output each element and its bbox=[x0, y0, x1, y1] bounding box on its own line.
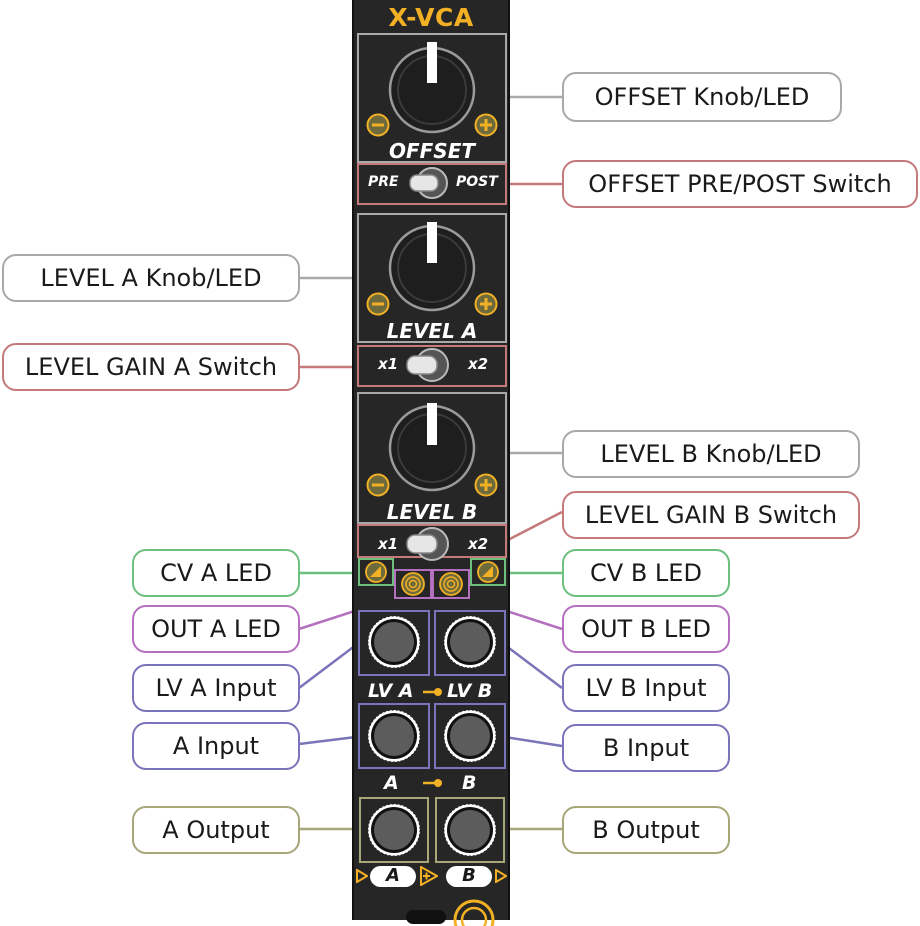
plus-icon bbox=[474, 292, 498, 316]
callout-a-input: A Input bbox=[132, 722, 300, 770]
screw-hole bbox=[406, 910, 446, 924]
a-output-jack[interactable] bbox=[366, 802, 422, 858]
level-b-knob-label: LEVEL B bbox=[386, 500, 478, 524]
level-a-knob-area bbox=[357, 213, 507, 343]
normalled-link-icon bbox=[423, 779, 442, 787]
cv-a-led-area bbox=[358, 558, 394, 586]
module-panel: X-VCA OFFSET PRE POST LEVEL A x1 x2 LE bbox=[352, 0, 510, 926]
callout-gain-b-switch: LEVEL GAIN B Switch bbox=[562, 491, 860, 539]
out-a-led-icon bbox=[401, 572, 425, 596]
lv-b-input-area bbox=[434, 610, 506, 676]
callout-lv-b-input: LV B Input bbox=[562, 664, 730, 712]
lv-a-jack-label: LV A bbox=[368, 680, 414, 702]
callout-cv-a-led: CV A LED bbox=[132, 549, 300, 597]
level-b-knob-area bbox=[357, 392, 507, 524]
out-b-pill bbox=[446, 866, 492, 887]
level-a-knob-label: LEVEL A bbox=[386, 319, 478, 343]
callout-cv-b-led: CV B LED bbox=[562, 549, 730, 597]
lv-b-jack-label: LV B bbox=[447, 680, 493, 702]
minus-icon bbox=[366, 113, 390, 137]
normalled-link-icon bbox=[423, 688, 442, 696]
callout-a-output: A Output bbox=[132, 806, 300, 854]
callout-lv-a-input: LV A Input bbox=[132, 664, 300, 712]
callout-gain-a-switch: LEVEL GAIN A Switch bbox=[2, 343, 300, 391]
offset-knob-label: OFFSET bbox=[388, 139, 476, 163]
gain-a-switch[interactable] bbox=[404, 345, 454, 385]
a-input-area bbox=[358, 703, 430, 769]
callout-out-a-led: OUT A LED bbox=[132, 605, 300, 653]
offset-prepost-switch[interactable] bbox=[406, 163, 450, 203]
line-b-input bbox=[504, 735, 563, 748]
gain-a-switch-area bbox=[357, 345, 507, 387]
switch-left-label: x1 bbox=[378, 355, 399, 373]
switch-left-label: PRE bbox=[368, 174, 399, 190]
offset-knob[interactable] bbox=[384, 40, 480, 136]
level-a-knob[interactable] bbox=[384, 218, 480, 314]
lv-b-input-jack[interactable] bbox=[442, 614, 498, 670]
out-a-pill bbox=[370, 866, 416, 887]
lv-a-input-jack[interactable] bbox=[366, 614, 422, 670]
output-arrow-icon bbox=[495, 869, 507, 883]
b-output-area bbox=[435, 797, 505, 863]
callout-b-input: B Input bbox=[562, 724, 730, 772]
callout-level-b-knob: LEVEL B Knob/LED bbox=[562, 430, 860, 478]
knob-indicator bbox=[427, 222, 437, 263]
switch-right-label: POST bbox=[456, 174, 498, 190]
minus-icon bbox=[366, 292, 390, 316]
plus-icon bbox=[474, 473, 498, 497]
knob-indicator bbox=[427, 42, 437, 83]
out-a-led-area bbox=[394, 569, 432, 599]
sum-arrow-icon bbox=[420, 866, 438, 886]
cv-b-led-area bbox=[470, 558, 506, 586]
line-lv-a bbox=[298, 644, 357, 689]
out-a-jack-label: A bbox=[386, 865, 400, 886]
cv-b-led-icon bbox=[477, 561, 499, 583]
out-b-led-area bbox=[432, 569, 470, 599]
minus-icon bbox=[366, 473, 390, 497]
cv-a-led-icon bbox=[365, 561, 387, 583]
gain-b-switch[interactable] bbox=[404, 524, 454, 564]
out-b-led-icon bbox=[439, 572, 463, 596]
line-gain-b-switch bbox=[505, 510, 563, 543]
switch-right-label: x2 bbox=[468, 355, 489, 373]
switch-right-label: x2 bbox=[468, 535, 489, 553]
callout-offset-switch: OFFSET PRE/POST Switch bbox=[562, 160, 918, 208]
line-lv-b bbox=[504, 644, 563, 689]
b-input-area bbox=[434, 703, 506, 769]
a-jack-label: A bbox=[384, 772, 399, 794]
output-arrow-icon bbox=[356, 869, 368, 883]
b-output-jack[interactable] bbox=[442, 802, 498, 858]
b-jack-label: B bbox=[462, 772, 477, 794]
callout-out-b-led: OUT B LED bbox=[562, 605, 730, 653]
callout-b-output: B Output bbox=[562, 806, 730, 854]
plus-icon bbox=[474, 113, 498, 137]
module-title: X-VCA bbox=[388, 3, 474, 32]
callout-level-a-knob: LEVEL A Knob/LED bbox=[2, 254, 300, 302]
a-input-jack[interactable] bbox=[366, 708, 422, 764]
line-a-input bbox=[298, 735, 357, 746]
out-b-jack-label: B bbox=[462, 865, 476, 886]
brand-logo-icon bbox=[453, 899, 495, 926]
offset-knob-area bbox=[357, 33, 507, 163]
knob-indicator bbox=[427, 403, 437, 445]
switch-left-label: x1 bbox=[378, 535, 399, 553]
a-output-area bbox=[359, 797, 429, 863]
callout-offset-knob: OFFSET Knob/LED bbox=[562, 72, 842, 122]
offset-switch-area bbox=[357, 163, 507, 205]
level-b-knob[interactable] bbox=[384, 398, 480, 494]
lv-a-input-area bbox=[358, 610, 430, 676]
b-input-jack[interactable] bbox=[442, 708, 498, 764]
